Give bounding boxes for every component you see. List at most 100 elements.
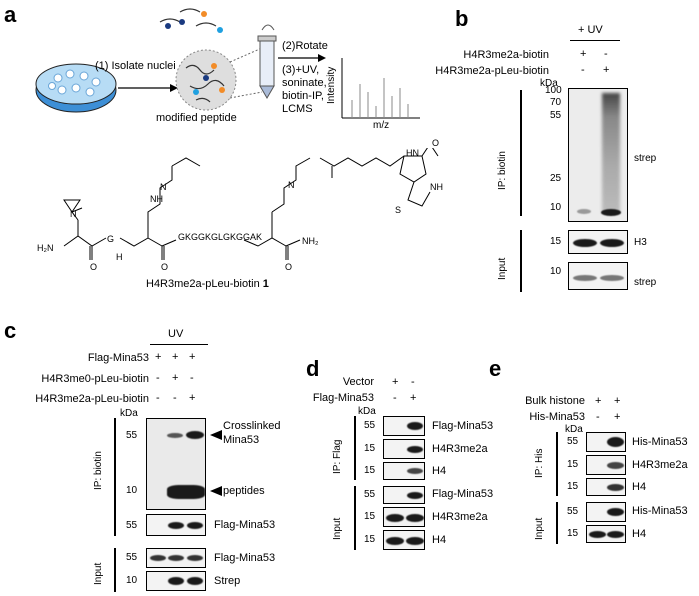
input-bracket-c	[114, 548, 116, 592]
band-c-in-flag-3	[187, 555, 203, 561]
band-d-in-flag	[407, 492, 423, 499]
uv-bar-c	[150, 344, 208, 345]
row-label-b-0: H4R3me2a-biotin	[463, 49, 549, 61]
marker-b-input-10: 10	[550, 266, 562, 277]
name-d-in-1: H4R3me2a	[432, 511, 488, 523]
input-label-b: Input	[497, 257, 508, 280]
name-d-in-2: H4	[432, 534, 447, 546]
blot-e-ip-h4r3	[586, 455, 626, 475]
blot-c-ip	[146, 418, 206, 510]
name-d-ip-0: Flag-Mina53	[432, 420, 494, 432]
arrow-crosslinked	[210, 430, 222, 440]
band-e-in-h4-2	[607, 531, 624, 538]
arrowheads-c	[210, 430, 222, 496]
ip-label-e: IP: His	[534, 448, 545, 478]
sign-c-1-2: -	[190, 372, 194, 384]
input-label-c: Input	[93, 562, 104, 585]
row-label-c-0: Flag-Mina53	[87, 352, 149, 364]
marker-c-55: 55	[126, 430, 138, 441]
step3-line2: soninate,	[282, 77, 327, 89]
sign-e-1-0: -	[596, 411, 600, 423]
blot-c-input-flag	[146, 548, 206, 568]
blot-b-input-strep	[568, 262, 628, 290]
marker-c-input-10: 10	[126, 575, 138, 586]
band-d-ip-h4r3	[407, 446, 423, 453]
name-d-in-0: Flag-Mina53	[432, 488, 494, 500]
kda-c: kDa	[120, 408, 138, 419]
sign-b-0-0: +	[580, 48, 587, 60]
workflow-schematic	[35, 8, 420, 119]
panel-label-b: b	[455, 6, 469, 31]
band-e-in-h4-1	[589, 531, 606, 538]
band-e-ip-his	[607, 437, 624, 447]
blot-d-in-h4r3	[383, 507, 425, 527]
blot-d-ip-h4	[383, 462, 425, 480]
blot-e-in-his	[586, 502, 626, 522]
marker-d-ip-0: 55	[364, 420, 376, 431]
band-e-ip-h4r3	[607, 462, 624, 469]
sign-e-0-0: +	[595, 395, 602, 407]
ip-bracket-b	[520, 90, 522, 216]
marker-d-in-1: 15	[364, 511, 376, 522]
marker-e-ip-1: 15	[567, 459, 579, 470]
blot-d-ip-flag	[383, 416, 425, 436]
step2-label: (2)Rotate	[282, 40, 328, 52]
ip-bracket-c	[114, 418, 116, 536]
ip-label-c: IP: biotin	[93, 451, 104, 490]
band-e-ip-h4	[607, 484, 624, 491]
marker-d-ip-1: 15	[364, 443, 376, 454]
arrow-peptides	[210, 486, 222, 496]
band-c-in-strep-2	[168, 577, 184, 585]
marker-b-10: 10	[550, 202, 562, 213]
panel-label-e: e	[489, 356, 502, 381]
n-label-1: N	[70, 209, 77, 219]
sign-c-1-1: +	[172, 372, 179, 384]
sign-d-0-0: +	[392, 376, 399, 388]
crosslinked-label-1: Crosslinked	[223, 420, 281, 432]
n-label-3: N	[288, 180, 295, 190]
row-label-b-1: H4R3me2a-pLeu-biotin	[435, 65, 549, 77]
marker-b-25: 25	[550, 173, 562, 184]
band-b-strep-2	[600, 275, 624, 281]
step1-label: (1) Isolate nuclei	[95, 60, 176, 72]
modified-peptide-label: modified peptide	[156, 112, 237, 124]
band-c-in-flag-1	[150, 555, 166, 561]
blot-e-ip-h4	[586, 478, 626, 496]
band-b-ip-2	[601, 209, 621, 216]
input-bracket-b	[520, 230, 522, 292]
blot-b-input-h3	[568, 230, 628, 254]
sign-d-1-1: +	[410, 392, 417, 404]
name-e-ip-2: H4	[632, 481, 647, 493]
marker-d-in-0: 55	[364, 489, 376, 500]
marker-b-input-15: 15	[550, 236, 562, 247]
ip-bracket-e	[556, 432, 558, 496]
marker-d-in-2: 15	[364, 534, 376, 545]
o-label-1: O	[90, 262, 98, 272]
band-d-in-h4r3-2	[406, 514, 424, 522]
hn-biotin-label: HN	[406, 148, 419, 158]
name-d-ip-1: H4R3me2a	[432, 443, 488, 455]
step3-line1: (3)+UV,	[282, 64, 320, 76]
uv-label-c: UV	[168, 328, 184, 340]
step3-line3: biotin-IP,	[282, 90, 324, 102]
compound-name: H4R3me2a-pLeu-biotin 1	[146, 278, 269, 290]
band-e-in-his	[607, 508, 624, 516]
row-label-e-1: His-Mina53	[529, 411, 585, 423]
h2n-label: H₂N	[37, 243, 54, 253]
sign-d-1-0: -	[393, 392, 397, 404]
nh-label: NH	[150, 194, 163, 204]
sequence-label: GKGGKGLGKGGAK	[178, 232, 263, 242]
band-c-crosslink-2	[186, 431, 204, 439]
blot-e-ip-his	[586, 432, 626, 452]
marker-e-ip-2: 15	[567, 481, 579, 492]
marker-e-ip-0: 55	[567, 436, 579, 447]
marker-c-ip-flag-55: 55	[126, 520, 138, 531]
ip-label-d: IP: Flag	[332, 439, 343, 474]
input-bracket-d	[354, 486, 356, 550]
band-d-in-h4-1	[386, 537, 404, 545]
mz-axis-label: m/z	[373, 120, 390, 131]
blot-c-input-strep	[146, 571, 206, 591]
band-d-ip-flag	[407, 422, 423, 430]
h3-label-b: H3	[634, 237, 647, 248]
name-e-in-0: His-Mina53	[632, 505, 688, 517]
